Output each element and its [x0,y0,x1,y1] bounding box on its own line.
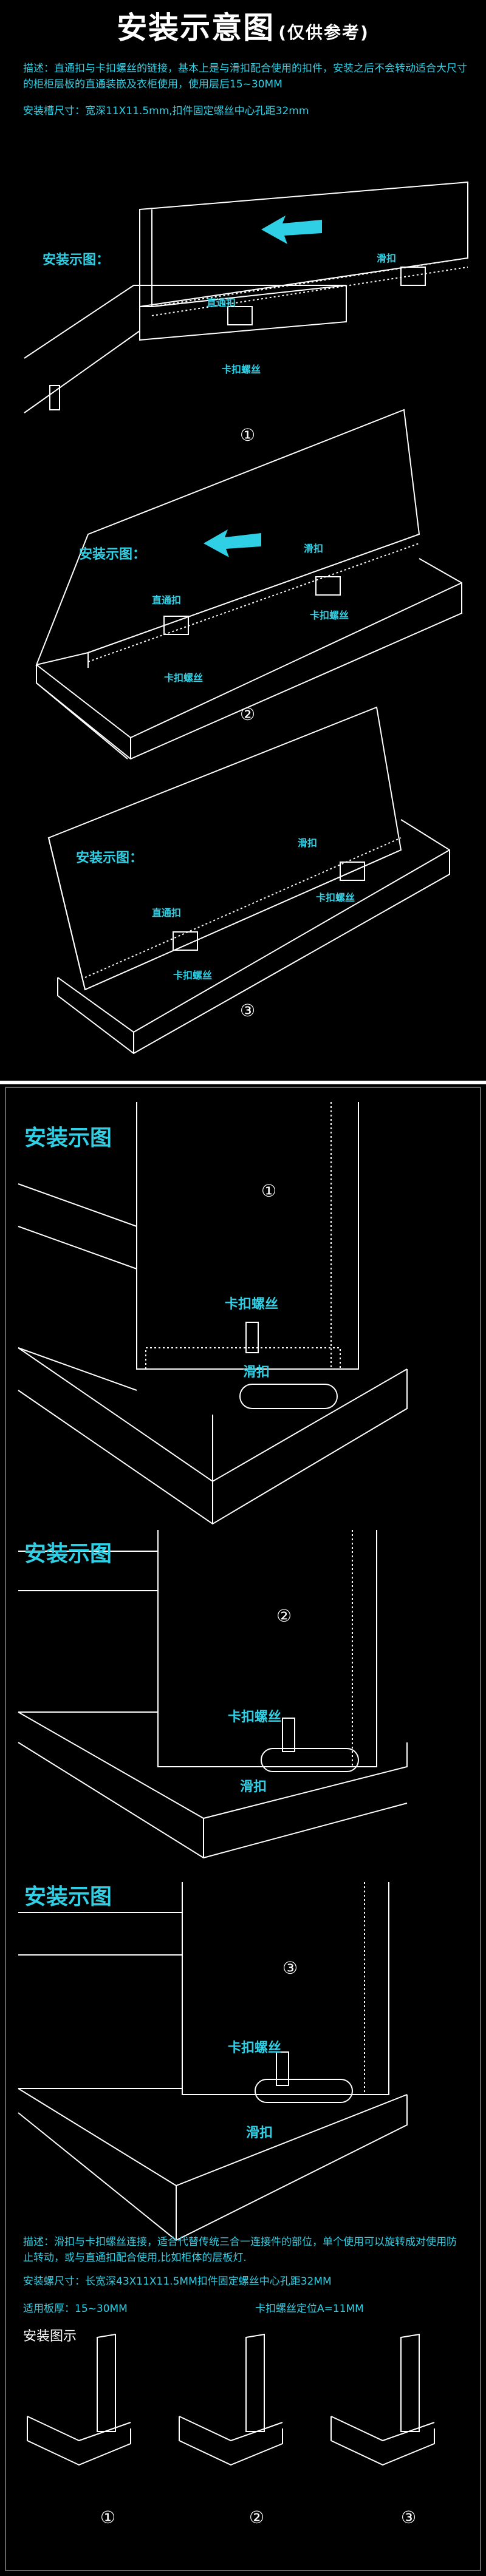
straight-clip-icon [173,931,198,951]
top-diagrams [24,181,468,1055]
slide-clip-icon [261,1748,359,1772]
screw-icon [49,385,60,410]
slide-clip-label-1: 滑扣 [377,253,397,264]
small-step-1: ① [100,2507,116,2527]
screw-label-2a: 卡扣螺丝 [310,610,349,621]
bottom-thickness: 适用板厚：15~30MM [23,2303,128,2315]
bottom-frame [5,1087,481,2571]
bottom-description: 描述：滑扣与卡扣螺丝连接，适合代替传统三合一连接件的部位，单个使用可以旋转成对使… [23,2236,457,2264]
small-figures-title: 安装图示 [23,2329,77,2344]
screw-label-2b: 卡扣螺丝 [164,672,204,684]
bottom-screw-label-2: 卡扣螺丝 [228,1710,282,1725]
arrow-left-icon [204,529,261,557]
title-text: 安装示意图 [117,10,275,46]
slide-clip-icon [239,1384,338,1409]
bottom-screw-label-1: 卡扣螺丝 [225,1297,279,1312]
install-label-2: 安装示图： [79,547,146,562]
screw-icon [276,2051,289,2086]
screw-icon [282,1718,295,1752]
small-step-3: ③ [401,2507,417,2527]
slide-clip-icon [315,576,341,596]
bottom-slide-label-3: 滑扣 [246,2126,273,2141]
slide-clip-label-3: 滑扣 [298,837,318,849]
bottom-section-title-1: 安装示图 [24,1126,112,1150]
slide-clip-icon [255,2079,353,2103]
screw-icon [245,1322,259,1353]
slide-clip-icon [340,861,365,881]
bottom-size: 安装螺尺寸：长宽深43X11X11.5MM扣件固定螺丝中心孔距32MM [23,2275,332,2288]
bottom-step-1: ① [261,1181,277,1201]
bottom-step-3: ③ [282,1958,298,1978]
bottom-section-title-3: 安装示图 [24,1884,112,1909]
straight-clip-label-2: 直通扣 [152,594,182,606]
arrow-left-icon [261,216,322,244]
screw-label-1: 卡扣螺丝 [222,364,261,375]
title-subtitle: (仅供参考) [278,22,369,42]
bottom-screw-label-3: 卡扣螺丝 [228,2041,282,2056]
step-number-1: ① [240,425,256,445]
top-description: 描述：直通扣与卡扣螺丝的链接，基本上是与滑扣配合使用的扣件，安装之后不会转动适合… [23,63,467,90]
page-title: 安装示意图(仅供参考) [0,4,486,47]
screw-label-3a: 卡扣螺丝 [316,892,355,903]
install-label-3: 安装示图： [76,851,143,866]
bottom-screw-position: 卡扣螺丝定位A=11MM [255,2303,364,2315]
install-label-1: 安装示图： [43,253,110,268]
straight-clip-icon [227,306,253,325]
bottom-section-title-2: 安装示图 [24,1541,112,1566]
section-divider [0,1081,486,1084]
bottom-slide-label-2: 滑扣 [240,1779,267,1795]
bottom-slide-label-1: 滑扣 [243,1365,270,1380]
bottom-step-2: ② [276,1606,292,1626]
slide-clip-icon [400,267,426,286]
step-number-3: ③ [240,1001,256,1021]
slide-clip-label-2: 滑扣 [304,543,324,554]
small-step-2: ② [249,2507,265,2527]
step-number-2: ② [240,704,256,724]
straight-clip-icon [163,616,189,635]
groove-size: 安装槽尺寸：宽深11X11.5mm,扣件固定螺丝中心孔距32mm [23,105,309,117]
screw-label-3b: 卡扣螺丝 [173,970,213,981]
straight-clip-label-1: 直通扣 [207,297,236,308]
straight-clip-label-3: 直通扣 [152,907,182,919]
